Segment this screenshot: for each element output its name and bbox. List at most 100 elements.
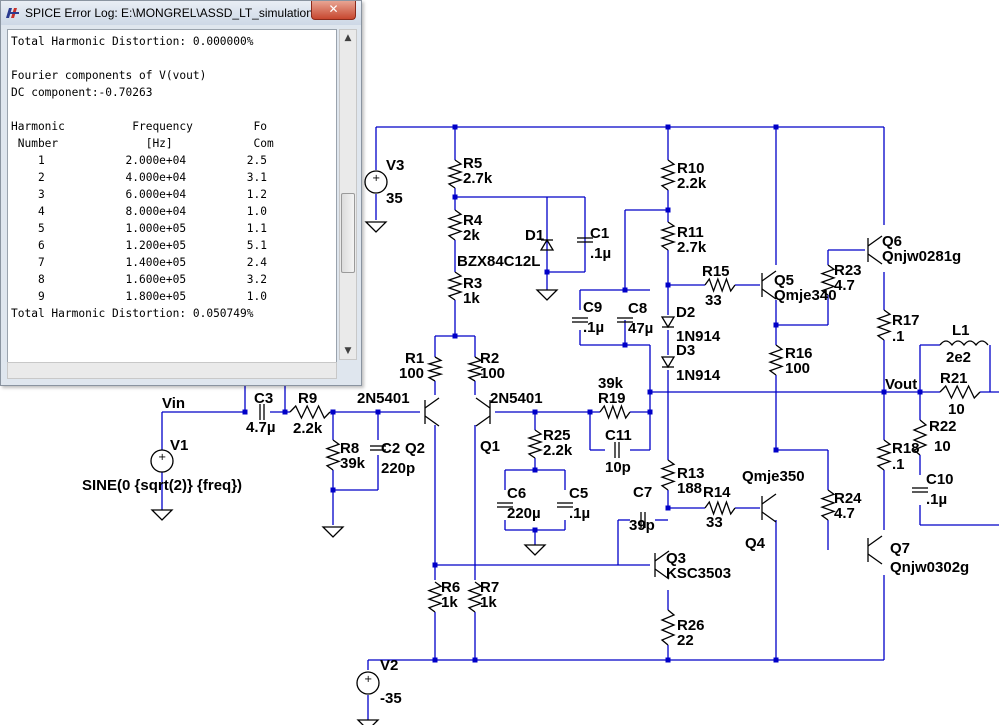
resistor bbox=[325, 439, 341, 471]
scrollbar-thumb[interactable] bbox=[341, 193, 355, 273]
junction-3 bbox=[452, 194, 458, 200]
window-title: SPICE Error Log: E:\MONGREL\ASSD_LT_simu… bbox=[25, 6, 329, 20]
junction-25 bbox=[773, 447, 779, 453]
label-c9v: .1µ bbox=[583, 319, 604, 336]
label-r18v: .1 bbox=[892, 456, 905, 473]
resistor bbox=[820, 489, 836, 521]
spice-error-log-window[interactable]: SPICE Error Log: E:\MONGREL\ASSD_LT_simu… bbox=[0, 0, 362, 386]
label-v3: V3 bbox=[386, 157, 404, 174]
junction-11 bbox=[532, 409, 538, 415]
log-text: Total Harmonic Distortion: 0.000000% Fou… bbox=[11, 35, 274, 320]
label-r9v: 2.2k bbox=[293, 420, 323, 437]
label-d3: D3 bbox=[676, 342, 695, 359]
log-text-area[interactable]: Total Harmonic Distortion: 0.000000% Fou… bbox=[7, 29, 337, 379]
close-button[interactable]: ✕ bbox=[311, 1, 356, 20]
label-r7v: 1k bbox=[480, 594, 497, 611]
resistor bbox=[466, 356, 484, 382]
label-c3: C3 bbox=[254, 390, 273, 407]
label-c1v: .1µ bbox=[590, 245, 611, 262]
label-c7v: 39p bbox=[629, 517, 655, 534]
label-c6v: 220µ bbox=[507, 505, 541, 522]
resistor bbox=[660, 609, 676, 646]
scroll-down-icon[interactable]: ▼ bbox=[344, 346, 352, 356]
resistor bbox=[704, 277, 736, 293]
resistor bbox=[660, 159, 676, 191]
label-r18: R18 bbox=[892, 440, 920, 457]
label-r14: R14 bbox=[703, 484, 731, 501]
window-titlebar[interactable]: SPICE Error Log: E:\MONGREL\ASSD_LT_simu… bbox=[1, 1, 361, 25]
ground-icon bbox=[356, 719, 380, 725]
label-r1: R1 bbox=[405, 350, 424, 367]
ground-icon bbox=[150, 509, 174, 521]
junction-31 bbox=[647, 389, 653, 395]
label-r21v: 10 bbox=[948, 401, 965, 418]
junction-9 bbox=[375, 409, 381, 415]
junction-17 bbox=[665, 207, 671, 213]
resistor bbox=[912, 419, 928, 456]
resistor bbox=[526, 429, 544, 459]
junction-1 bbox=[665, 124, 671, 130]
label-r23v: 4.7 bbox=[834, 277, 855, 294]
junction-29 bbox=[665, 657, 671, 663]
label-c8v: 47µ bbox=[628, 320, 653, 337]
label-r2v: 100 bbox=[480, 365, 505, 382]
label-v2: V2 bbox=[380, 657, 398, 674]
label-r21: R21 bbox=[940, 370, 968, 387]
label-r15v: 33 bbox=[705, 292, 722, 309]
svg-text:+: + bbox=[364, 674, 372, 685]
label-r8: R8 bbox=[340, 440, 359, 457]
label-r10: R10 bbox=[677, 160, 705, 177]
schematic-components: +++ bbox=[150, 159, 989, 725]
label-r5v: 2.7k bbox=[463, 170, 493, 187]
label-c11: C11 bbox=[605, 427, 632, 444]
label-l1v: 2e2 bbox=[946, 349, 971, 366]
inductor bbox=[939, 340, 989, 347]
label-v2v: -35 bbox=[380, 690, 402, 707]
label-d1: D1 bbox=[525, 227, 544, 244]
junction-27 bbox=[432, 657, 438, 663]
junction-14 bbox=[532, 467, 538, 473]
label-c5v: .1µ bbox=[569, 505, 590, 522]
label-r13v: 188 bbox=[677, 480, 702, 497]
junction-21 bbox=[665, 282, 671, 288]
label-q5: Q5 bbox=[774, 272, 794, 289]
label-c2v: 220p bbox=[381, 460, 415, 477]
label-q1: Q1 bbox=[480, 438, 500, 455]
junction-24 bbox=[917, 389, 923, 395]
scroll-up-icon[interactable]: ▲ bbox=[344, 33, 352, 43]
resize-grip[interactable] bbox=[341, 363, 357, 379]
label-r24: R24 bbox=[834, 490, 862, 507]
resistor bbox=[876, 309, 892, 341]
label-r6: R6 bbox=[441, 579, 460, 596]
label-r11v: 2.7k bbox=[677, 239, 707, 256]
label-r26v: 22 bbox=[677, 632, 694, 649]
label-r22: R22 bbox=[929, 418, 957, 435]
junction-19 bbox=[622, 342, 628, 348]
label-q3v: KSC3503 bbox=[666, 565, 731, 582]
label-vin: Vin bbox=[162, 395, 185, 412]
label-r16: R16 bbox=[785, 345, 813, 362]
junction-12 bbox=[587, 409, 593, 415]
junction-4 bbox=[544, 269, 550, 275]
label-r2: R2 bbox=[480, 350, 499, 367]
label-c3v: 4.7µ bbox=[246, 419, 276, 436]
label-q6v: Qnjw0281g bbox=[882, 248, 961, 265]
label-c10v: .1µ bbox=[926, 491, 947, 508]
resistor bbox=[467, 581, 483, 613]
label-q2t: 2N5401 bbox=[357, 390, 410, 407]
label-c10: C10 bbox=[926, 471, 954, 488]
junction-15 bbox=[532, 527, 538, 533]
label-v1: V1 bbox=[170, 437, 188, 454]
ground-icon bbox=[523, 544, 547, 556]
horizontal-scrollbar[interactable] bbox=[7, 362, 337, 379]
ground-icon bbox=[321, 526, 345, 538]
resistor bbox=[768, 344, 784, 376]
label-r17v: .1 bbox=[892, 328, 905, 345]
label-r19v: 39k bbox=[598, 375, 624, 392]
label-q7v: Qnjw0302g bbox=[890, 559, 969, 576]
label-c8: C8 bbox=[628, 300, 647, 317]
label-qm350: Qmje350 bbox=[742, 468, 805, 485]
junction-16 bbox=[432, 562, 438, 568]
vertical-scrollbar[interactable]: ▲ ▼ bbox=[339, 29, 357, 360]
